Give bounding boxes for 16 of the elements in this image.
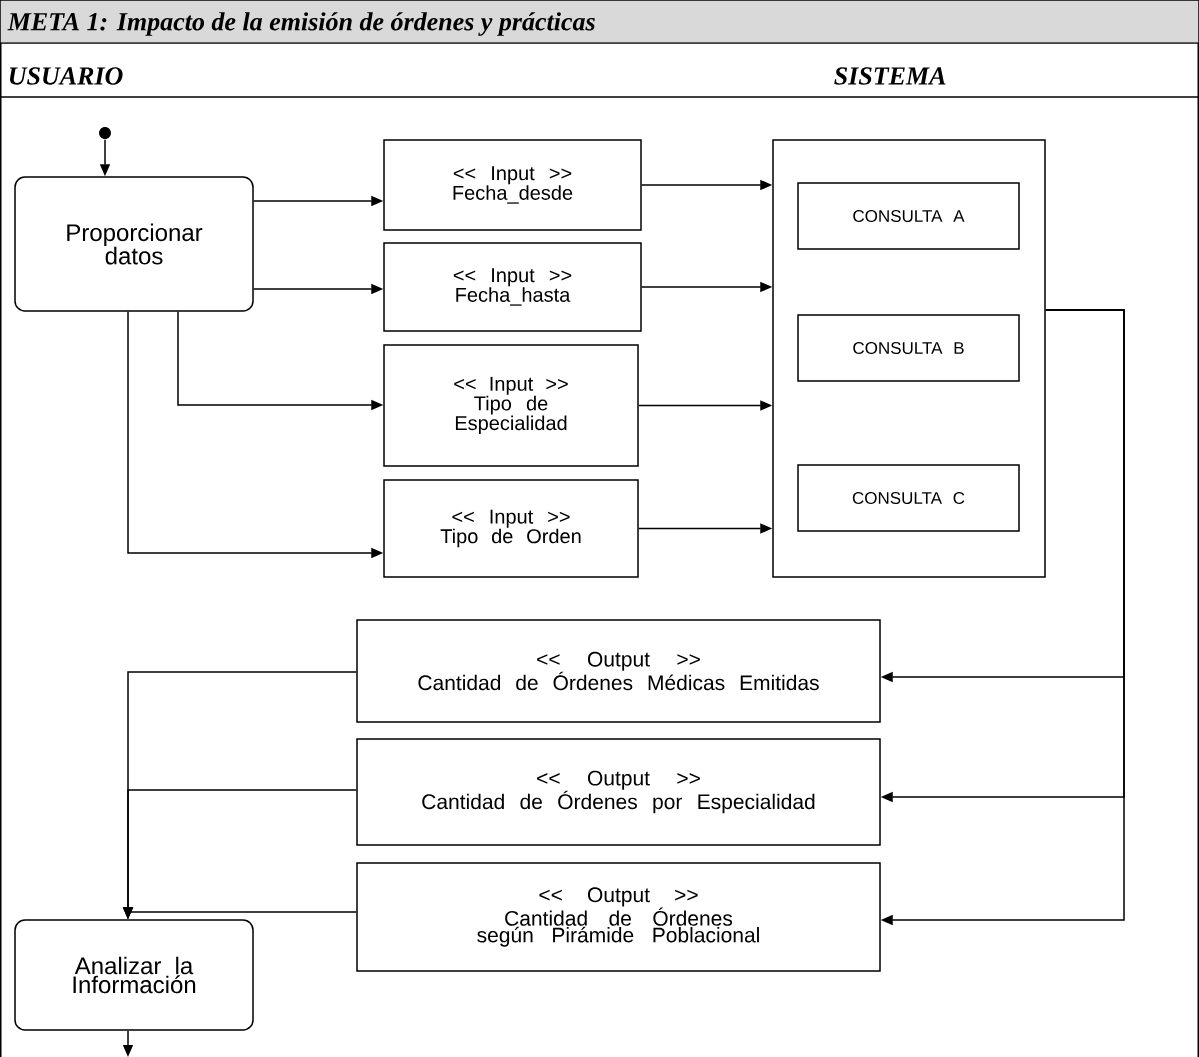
process-box: CONSULTA C xyxy=(797,464,1020,532)
process-box: CONSULTA A xyxy=(797,182,1020,250)
process-box: << Output >> Cantidad de Órdenes por Especialidad xyxy=(356,738,881,846)
activity-box: Proporcionar datos xyxy=(14,176,254,312)
column-heading: SISTEMA xyxy=(834,67,946,85)
column-heading: USUARIO xyxy=(9,67,123,85)
process-box: CONSULTA B xyxy=(797,314,1020,382)
system-box xyxy=(772,139,1046,578)
process-box: << Input >> Fecha_hasta xyxy=(383,242,642,332)
process-box: << Output >> Cantidad de Órdenes Médicas Emitidas xyxy=(356,619,881,723)
process-box: << Input >> Fecha_desde xyxy=(383,139,642,231)
process-box: << Output >> Cantidad de Órdenes según Pirámide Poblacional xyxy=(356,862,881,972)
process-box: << Input >> Tipo de Orden xyxy=(383,479,639,578)
activity-box: Analizar la Información xyxy=(14,919,254,1031)
title-bar: META 1: Impacto de la emisión de órdenes y prácticas xyxy=(0,0,1199,43)
process-box: << Input >> Tipo de Especialidad xyxy=(383,344,639,467)
